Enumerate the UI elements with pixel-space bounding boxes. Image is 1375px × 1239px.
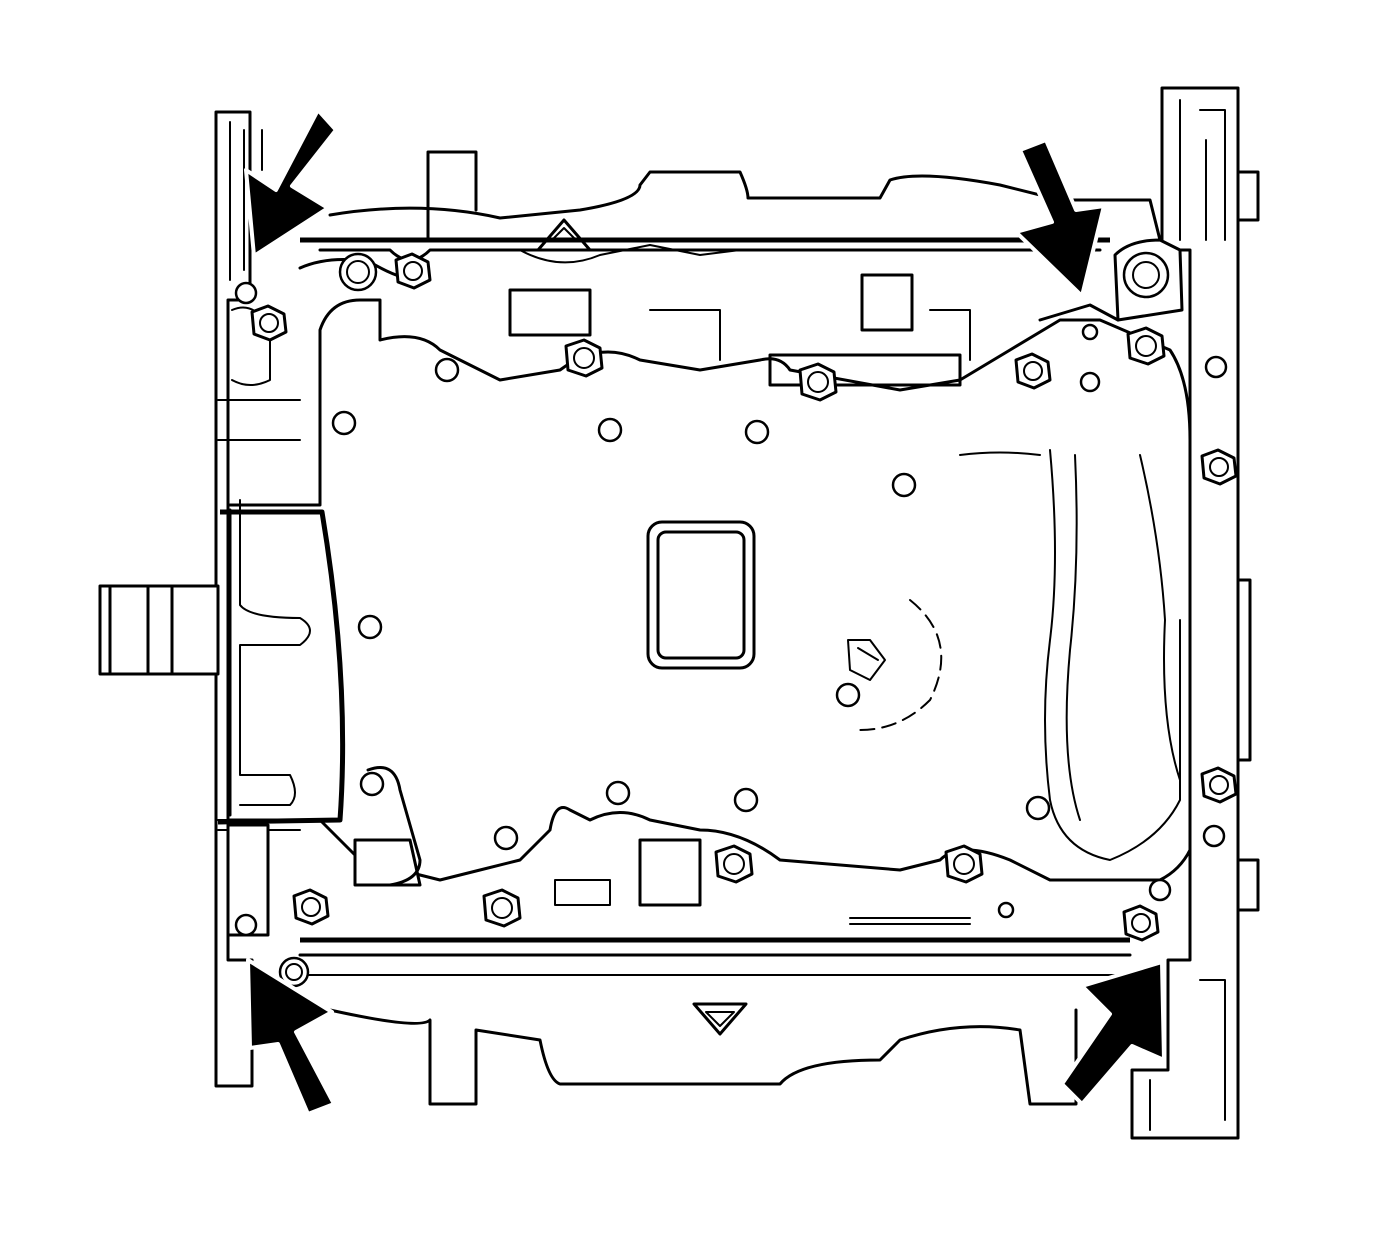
pan-floor: [217, 298, 1192, 882]
bolt: [394, 252, 432, 290]
shaft-stub: [98, 584, 220, 676]
bolt: [1148, 878, 1172, 902]
bolt: [714, 844, 754, 884]
bolt: [250, 304, 288, 342]
arrow-bottom-left: [246, 958, 336, 1116]
bolt: [278, 956, 310, 988]
baffle-feature: [847, 639, 886, 681]
callout-arrows: [244, 108, 1166, 1116]
bolt: [234, 281, 258, 305]
bolt: [482, 888, 522, 928]
bolt: [1126, 326, 1166, 366]
bolt: [1200, 766, 1238, 804]
bolt: [338, 252, 378, 292]
bolt: [798, 362, 838, 402]
bolt: [292, 888, 330, 926]
lower-brackets: [226, 766, 702, 937]
bolt: [944, 844, 984, 884]
drain-panel: [646, 520, 756, 670]
bolt: [564, 338, 604, 378]
bolt: [1200, 448, 1238, 486]
bolt: [1014, 352, 1052, 390]
arrow-top-right: [1014, 138, 1106, 298]
arrow-bottom-right: [1060, 960, 1166, 1106]
bolt: [1122, 251, 1170, 299]
right-block-end: [1130, 86, 1260, 1140]
lower-rail: [298, 917, 1132, 1106]
pan-bolts: [234, 251, 1238, 988]
upper-rail: [300, 150, 1162, 264]
arrow-top-left: [244, 108, 338, 258]
dowel-holes: [234, 323, 1228, 937]
bolt: [1122, 904, 1160, 942]
